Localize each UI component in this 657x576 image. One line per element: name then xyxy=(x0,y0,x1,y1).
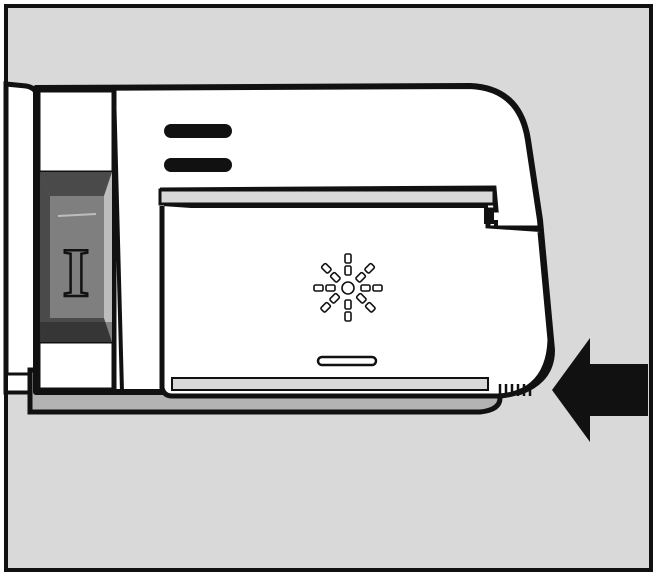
sun-symbol-icon xyxy=(313,253,383,322)
hinged-cover xyxy=(158,185,553,399)
rocker-switch: I xyxy=(38,170,114,344)
push-arrow-icon xyxy=(552,338,648,442)
grip-ridges xyxy=(498,384,532,396)
indicator-slots-icon xyxy=(164,124,232,172)
cover-handle-slot xyxy=(316,355,378,367)
switch-symbol: I xyxy=(62,235,89,312)
